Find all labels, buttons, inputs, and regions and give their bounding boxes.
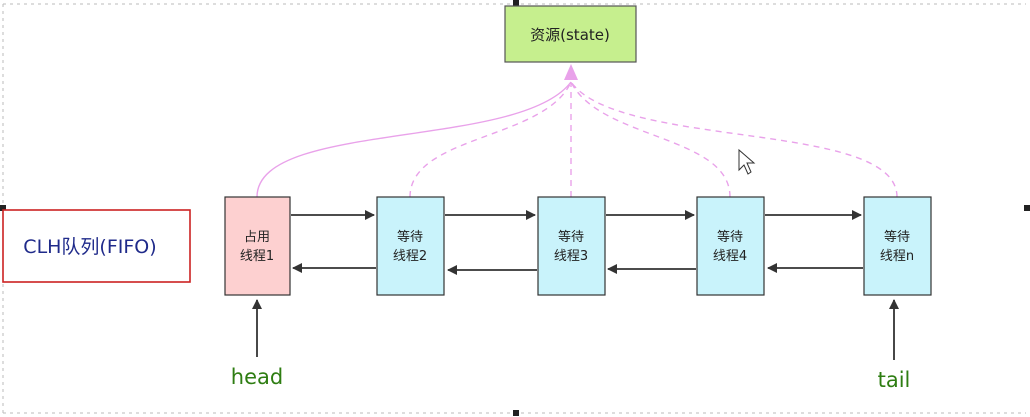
- node-thread4: 等待 线程4: [696, 196, 765, 296]
- node-threadn: 等待 线程n: [863, 196, 932, 296]
- node-thread-label: 线程2: [393, 249, 427, 264]
- head-label: head: [231, 365, 283, 389]
- link-thread1: [256, 81, 572, 198]
- resource-box: [504, 5, 637, 63]
- tail-label: tail: [878, 368, 911, 392]
- node-thread-label: 线程3: [554, 249, 588, 264]
- node-state-label: 占用: [244, 230, 270, 245]
- resource-arrowhead: [564, 64, 578, 80]
- node-thread2: 等待 线程2: [376, 196, 445, 296]
- resource-label: 资源(state): [530, 26, 610, 44]
- node-state-label: 等待: [397, 229, 423, 245]
- node-state-label: 等待: [558, 229, 584, 245]
- node-thread3: 等待 线程3: [537, 196, 606, 296]
- node-thread1: 占用 线程1: [224, 196, 291, 296]
- node-state-label: 等待: [884, 229, 910, 245]
- resource-links: [256, 81, 898, 198]
- mouse-cursor-icon: [738, 148, 756, 175]
- link-thread2: [409, 81, 572, 198]
- node-thread-label: 线程1: [240, 249, 274, 264]
- prev-links: [292, 263, 863, 275]
- queue-label: CLH队列(FIFO): [23, 236, 156, 258]
- node-thread-label: 线程n: [880, 249, 914, 264]
- node-thread-label: 线程4: [713, 249, 747, 264]
- node-state-label: 等待: [717, 229, 743, 245]
- link-thread4: [570, 81, 731, 198]
- link-threadn: [570, 81, 898, 198]
- queue-label-box: [2, 209, 191, 283]
